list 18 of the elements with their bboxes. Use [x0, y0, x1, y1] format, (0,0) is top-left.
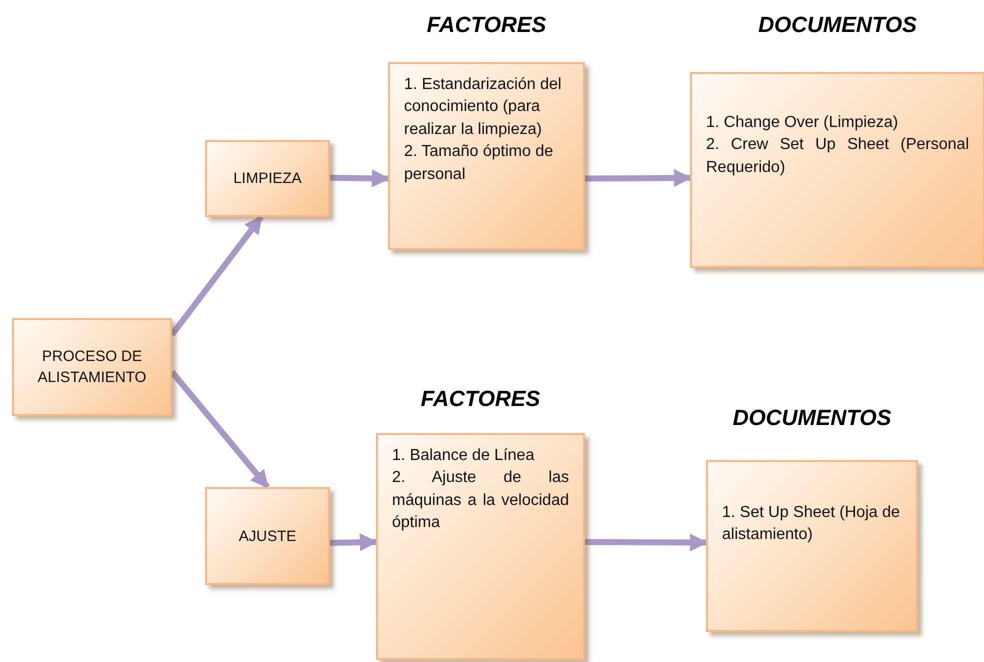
box-text: 2. Crew Set Up Sheet (Personal Requerido): [706, 135, 969, 178]
box-text: 2. Ajuste de las máquinas a la velocidad óptima: [392, 468, 569, 534]
box-text: LIMPIEZA: [233, 169, 302, 189]
arrow: [584, 168, 692, 187]
column-heading: DOCUMENTOS: [732, 405, 892, 431]
column-heading: FACTORES: [426, 12, 548, 38]
box-text: 1. Balance de Línea: [392, 446, 536, 466]
arrow: [330, 533, 378, 552]
box-text: 1. Change Over (Limpieza): [706, 113, 900, 133]
column-heading: FACTORES: [420, 386, 542, 412]
box-text: 1. Estandarización del conocimiento (para realizar la limpieza): [404, 75, 562, 140]
box-text: AJUSTE: [238, 526, 296, 546]
box-text: PROCESO DE ALISTAMIENTO: [36, 347, 148, 388]
box-text: 1. Set Up Sheet (Hoja de alistamiento): [722, 503, 901, 546]
column-heading: DOCUMENTOS: [757, 12, 918, 38]
arrow: [330, 169, 390, 188]
box-text: 2. Tamaño óptimo de personal: [404, 142, 554, 185]
arrow: [584, 533, 708, 552]
